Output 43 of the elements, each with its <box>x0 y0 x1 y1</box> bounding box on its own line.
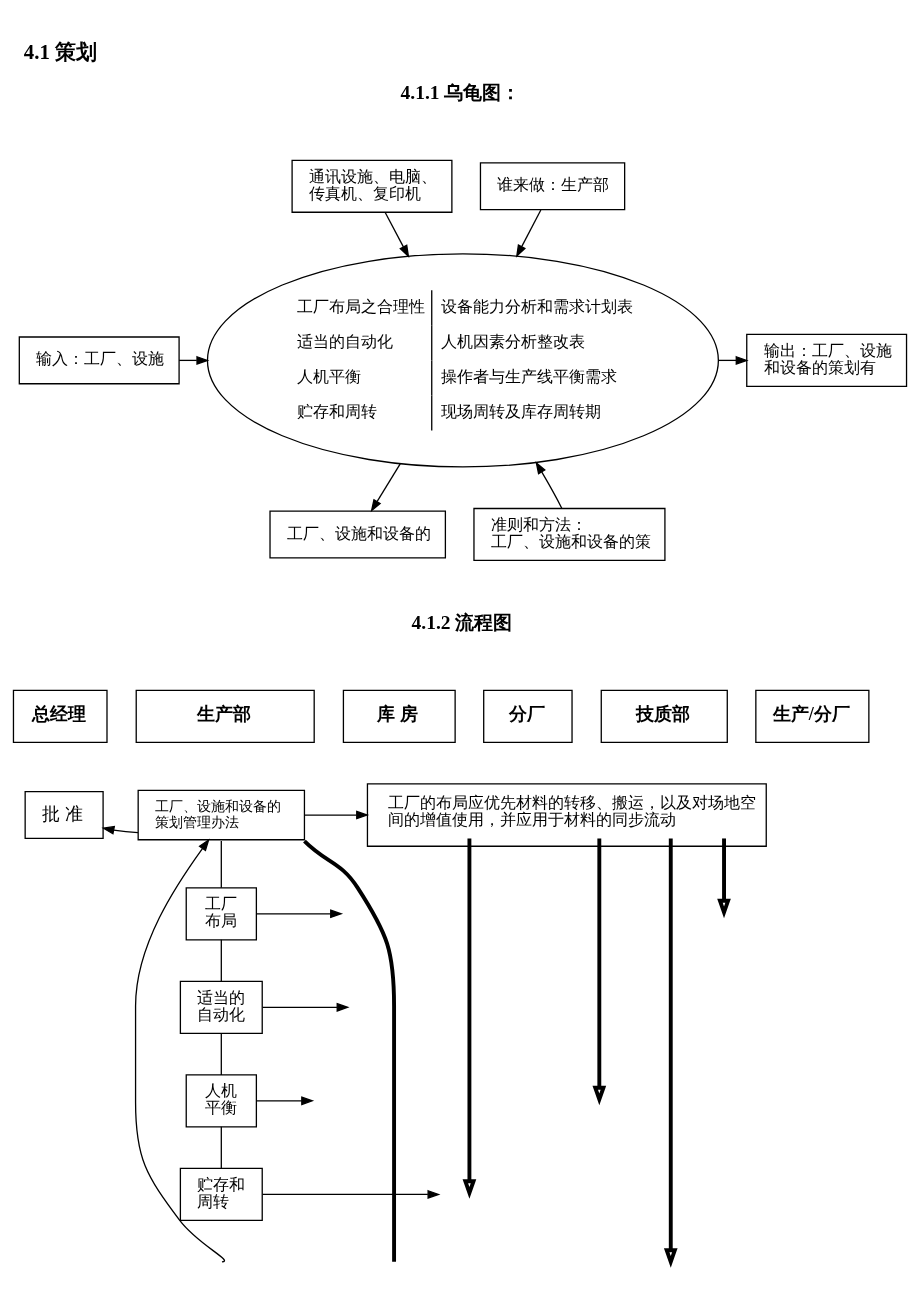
node-box: 通讯设施、电脑、传真机、复印机 <box>291 159 453 213</box>
arrow <box>370 463 401 513</box>
connector <box>220 1126 222 1170</box>
node-box: 工厂布局 <box>185 887 258 941</box>
node-box: 工厂、设施和设备的 <box>269 510 447 559</box>
arrow <box>256 909 344 919</box>
node-box: 批 准 <box>24 791 104 840</box>
node-box: 分厂 <box>483 689 573 743</box>
label: 4.1.2 流程图 <box>411 611 513 633</box>
node-box: 谁来做：生产部 <box>479 162 626 211</box>
node-box: 贮存和周转 <box>179 1167 263 1221</box>
arrow <box>462 838 477 1199</box>
node-box: 总经理 <box>12 689 108 743</box>
arrow <box>304 810 370 820</box>
arrow <box>255 1096 315 1106</box>
arrow <box>515 209 542 258</box>
arrow <box>261 1002 350 1012</box>
node-box: 人机平衡 <box>185 1074 258 1128</box>
connector <box>303 839 396 1262</box>
node-box: 工厂的布局应优先材料的转移、搬运，以及对场地空间的增值使用，并应用于材料的同步流动 <box>366 783 767 847</box>
connector <box>220 840 222 889</box>
arrow <box>535 461 563 509</box>
arrow <box>592 838 607 1106</box>
node-box: 库 房 <box>342 689 456 743</box>
arrow <box>384 211 410 258</box>
arrow <box>717 838 731 919</box>
node-box: 准则和方法： 工厂、设施和设备的策 <box>473 507 666 562</box>
arrow <box>134 838 226 1263</box>
arrow <box>663 838 678 1268</box>
node-box: 生产部 <box>135 689 315 743</box>
arrow <box>101 825 139 835</box>
node-box: 适当的自动化 <box>179 980 263 1034</box>
arrow <box>262 1189 441 1199</box>
node-box: 技质部 <box>600 689 728 743</box>
label: 4.1.1 乌龟图： <box>400 81 521 103</box>
connector <box>220 1032 222 1076</box>
node-box: 生产/分厂 <box>755 689 870 743</box>
connector <box>220 939 222 982</box>
node-box: 输出：工厂、设施和设备的策划有 <box>746 333 908 387</box>
node-box: 输入：工厂、设施 <box>18 336 180 385</box>
node-ellipse: 工厂布局之合理性 设备能力分析和需求计划表 适当的自动化 人机因素分析整改表 人机平衡 操作者与生产线平衡需求 贮存和周转 现场周转及库存周转期 <box>206 253 719 468</box>
diagram-title: 4.1 策划 <box>23 39 98 63</box>
node-box: 工厂、设施和设备的策划管理办法 <box>137 789 306 841</box>
